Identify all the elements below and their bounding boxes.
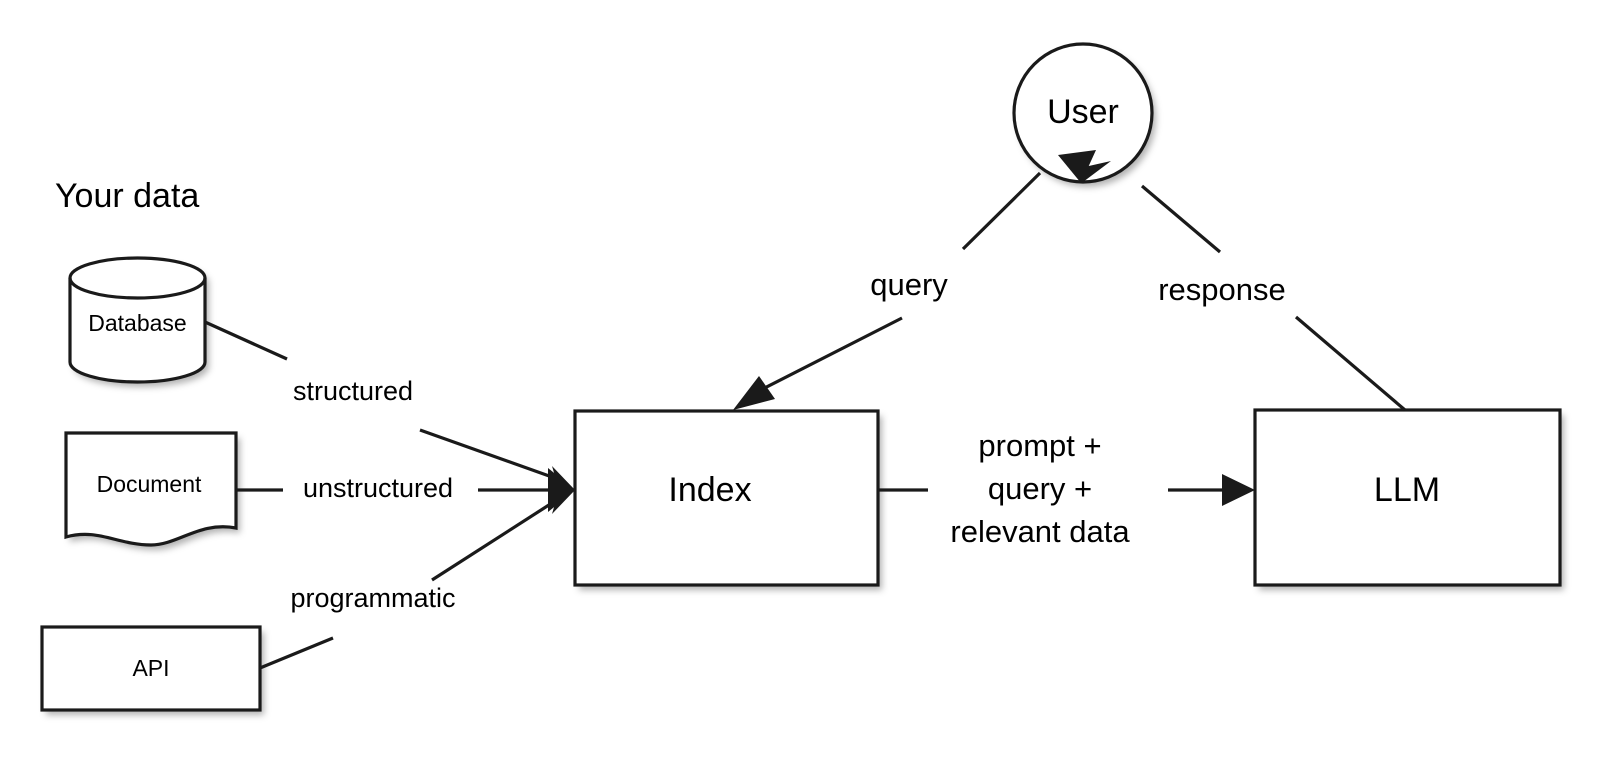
edge-unstructured-label: unstructured [303, 473, 453, 503]
edge-unstructured: unstructured [236, 473, 552, 503]
node-database-label: Database [88, 310, 186, 336]
edge-prompt-label-line3: relevant data [950, 514, 1130, 549]
edge-programmatic: programmatic [259, 501, 553, 670]
node-api-label: API [132, 655, 169, 681]
node-api[interactable]: API [40, 625, 262, 712]
prompt-arrowhead [1222, 474, 1255, 506]
edge-response-label: response [1158, 272, 1286, 307]
node-llm-label: LLM [1374, 471, 1440, 509]
node-user-label: User [1047, 93, 1119, 131]
edge-programmatic-label: programmatic [290, 583, 455, 613]
edge-query: query [733, 171, 1042, 410]
query-arrowhead [733, 376, 775, 410]
node-llm[interactable]: LLM [1253, 408, 1562, 587]
edge-prompt: prompt + query + relevant data [878, 428, 1255, 549]
node-document[interactable]: Document [64, 431, 238, 547]
node-index[interactable]: Index [573, 409, 880, 587]
edge-structured: structured [204, 320, 553, 479]
edge-query-label: query [870, 267, 948, 302]
edge-structured-label: structured [293, 376, 413, 406]
edge-prompt-label-line2: query + [988, 471, 1092, 506]
node-document-label: Document [97, 471, 202, 497]
index-inbound-arrowhead-solid [548, 468, 575, 512]
node-index-label: Index [668, 471, 751, 509]
edge-prompt-label-line1: prompt + [978, 428, 1101, 463]
edge-response: response [1058, 150, 1407, 412]
node-user[interactable]: User [1012, 42, 1154, 184]
node-database[interactable]: Database [68, 256, 207, 384]
page-title: Your data [55, 177, 199, 215]
response-arrowhead [1058, 150, 1096, 183]
